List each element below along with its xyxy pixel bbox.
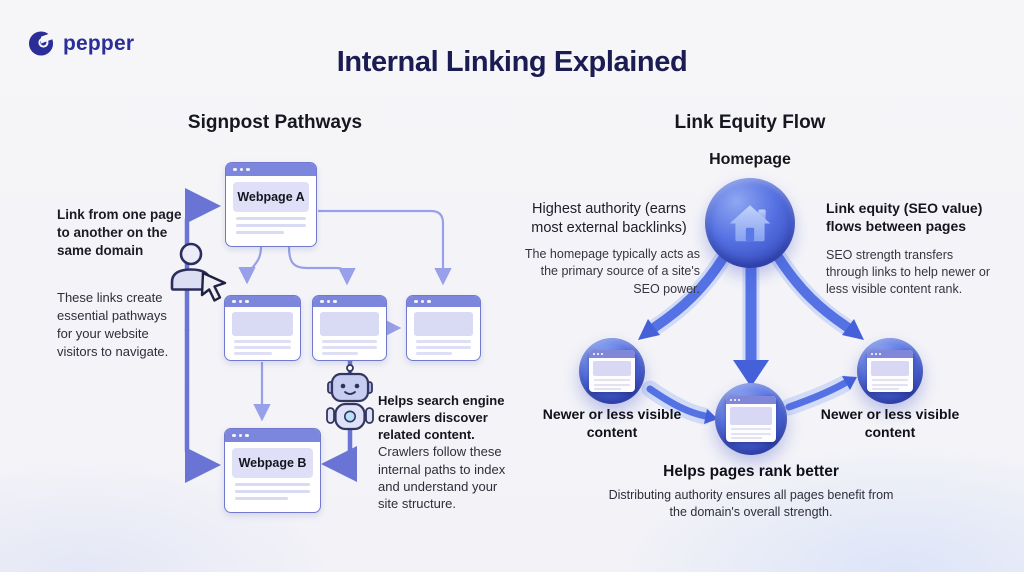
signpost-heading: Signpost Pathways [187, 112, 363, 133]
subpage-middle-box [312, 295, 387, 361]
right-node-label: Newer or less visible content [820, 406, 960, 440]
pepper-logo-icon [28, 31, 55, 56]
crawler-note-rest: Crawlers follow these internal paths to … [378, 444, 506, 511]
browser-dots [589, 350, 635, 358]
browser-dots [407, 296, 480, 307]
browser-dots [225, 429, 320, 442]
brand-logo: pepper [28, 30, 134, 57]
browser-dots [867, 350, 913, 358]
rank-heading: Helps pages rank better [663, 463, 839, 480]
homepage-label: Homepage [709, 151, 791, 168]
content-node-center [715, 383, 787, 455]
authority-heading: Highest authority (earns most external b… [531, 201, 687, 236]
authority-body: The homepage typically acts as the prima… [524, 247, 700, 296]
flow-note: Link equity (SEO value) flows between pa… [826, 200, 994, 299]
flow-body: SEO strength transfers through links to … [826, 247, 990, 297]
crawler-note: Helps search engine crawlers discover re… [378, 392, 510, 512]
home-icon [729, 205, 771, 242]
webpage-icon [589, 350, 635, 392]
signpost-note-primary: Link from one page to another on the sam… [57, 207, 182, 258]
subpage-left-box [224, 295, 301, 361]
homepage-node [705, 178, 795, 268]
signpost-note-secondary: These links create essential pathways fo… [57, 290, 169, 359]
webpage-b-box: Webpage B [224, 428, 321, 513]
content-node-right [857, 338, 923, 404]
browser-dots [726, 396, 776, 404]
browser-dots [313, 296, 386, 307]
webpage-icon [867, 350, 913, 392]
crawler-note-bold: Helps search engine crawlers discover re… [378, 393, 505, 443]
person-cursor-icon [170, 242, 227, 302]
brand-name: pepper [63, 31, 135, 55]
rank-body: Distributing authority ensures all pages… [608, 488, 894, 520]
flow-heading: Link equity (SEO value) flows between pa… [826, 200, 983, 234]
webpage-b-label: Webpage B [232, 448, 313, 478]
content-node-left [579, 338, 645, 404]
left-node-label: Newer or less visible content [542, 406, 682, 440]
subpage-right-box [406, 295, 481, 361]
page-title: Internal Linking Explained [336, 46, 688, 78]
authority-note: Highest authority (earns most external b… [518, 200, 700, 298]
webpage-icon [726, 396, 776, 442]
equity-heading: Link Equity Flow [674, 112, 826, 133]
robot-crawler-icon [326, 364, 374, 431]
webpage-a-label: Webpage A [233, 182, 309, 212]
browser-dots [226, 163, 316, 176]
browser-dots [225, 296, 300, 307]
webpage-a-box: Webpage A [225, 162, 317, 247]
